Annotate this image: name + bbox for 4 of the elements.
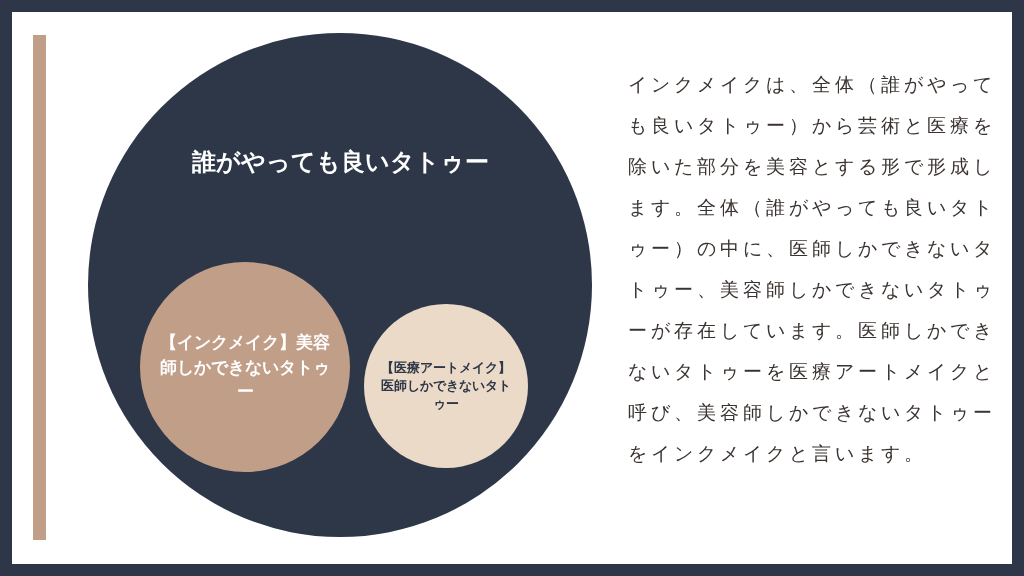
circle-label: 【インクメイク】美容師しかできないタトゥー — [159, 331, 331, 404]
circle-label: 誰がやっても良いタトゥー — [190, 147, 490, 178]
description-paragraph: インクメイクは、全体（誰がやっても良いタトゥー）から芸術と医療を除いた部分を美容とする形で形成します。全体（誰がやっても良いタトゥー）の中に、医師しかできないタトゥー、美容師しかできないタトゥーが存在しています。医師しかできないタトゥーを医療アートメイクと呼び、美容師しかできないタトゥーをインクメイクと言います。 — [628, 72, 997, 466]
circle-label: 【医療アートメイク】医師しかできないタトゥー — [380, 358, 512, 414]
